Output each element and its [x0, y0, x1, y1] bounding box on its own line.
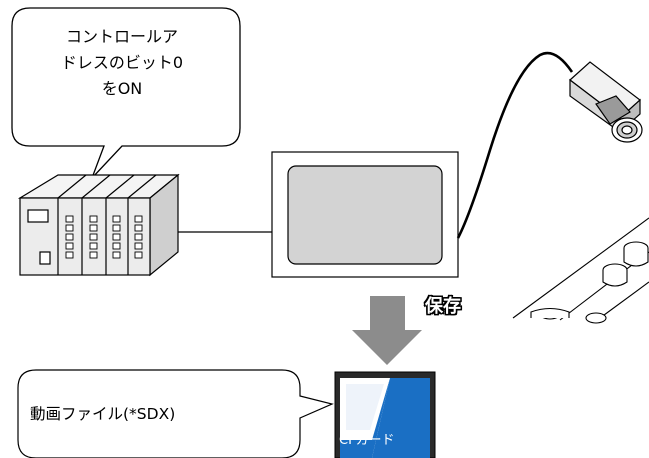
machine-base-icon — [512, 217, 649, 324]
callout-top-line-2: ドレスのビット0 — [60, 53, 184, 72]
plc-icon — [17, 173, 180, 277]
callout-bottom-text: 動画ファイル(*SDX) — [30, 405, 176, 423]
display-unit-icon — [271, 151, 459, 278]
camera-cable — [456, 51, 574, 239]
video-camera-icon — [569, 61, 643, 143]
callout-top-line-1: コントロールア — [65, 27, 178, 46]
down-arrow-icon — [352, 296, 422, 365]
cf-card-label: CFカード — [339, 433, 395, 448]
callout-top — [11, 7, 241, 179]
callout-top-text: コントロールア ドレスのビット0 をON — [22, 24, 222, 102]
save-label: 保存 — [425, 296, 461, 317]
callout-top-line-3: をON — [101, 79, 143, 98]
cf-card-icon — [334, 371, 436, 458]
